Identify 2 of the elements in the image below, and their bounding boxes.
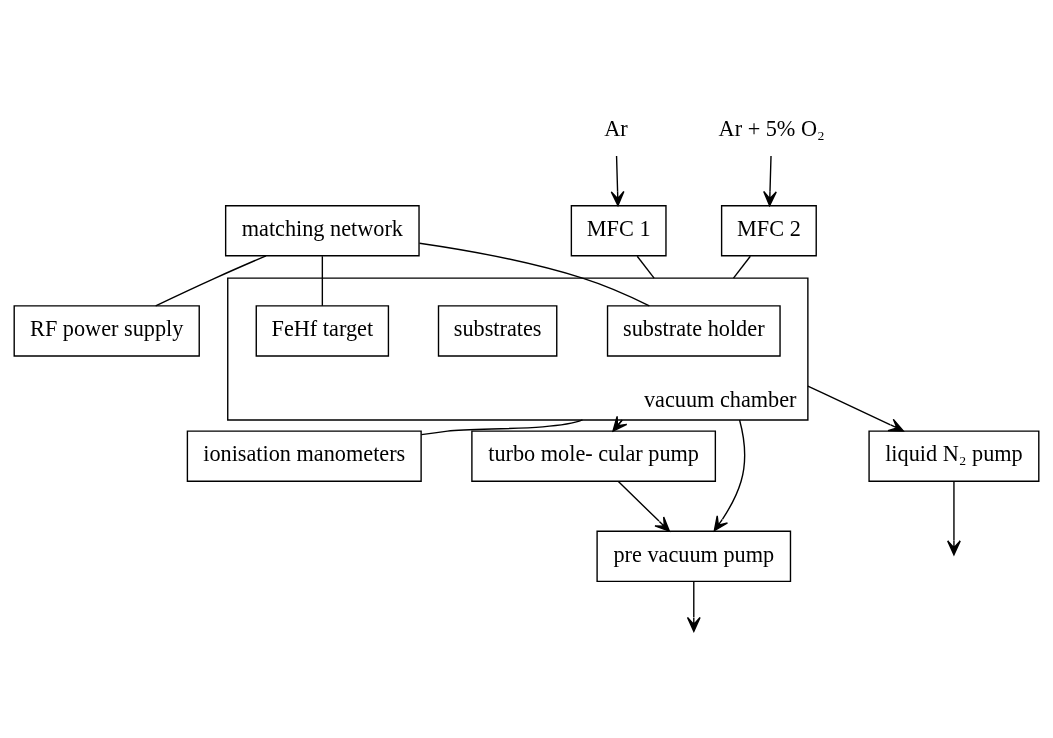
node-text: Ar: [604, 115, 628, 141]
node-text: Ar + 5% O₂: [718, 115, 825, 141]
